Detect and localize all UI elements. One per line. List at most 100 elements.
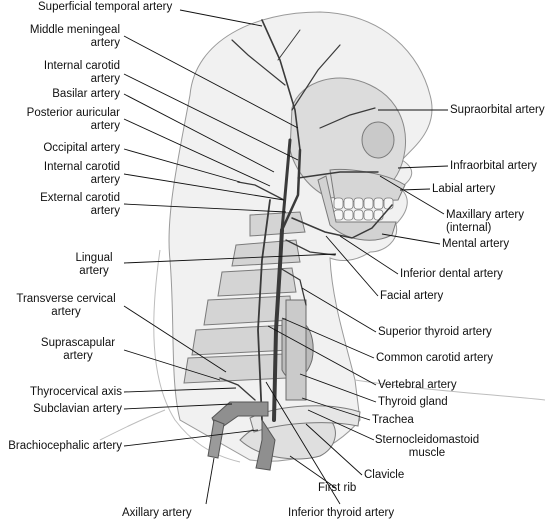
leader-mental xyxy=(381,233,441,245)
leader-first-rib xyxy=(289,455,337,489)
thyrocervical-vessel xyxy=(219,377,256,401)
leader-sternocleidomastoid xyxy=(307,409,375,441)
clavicle-bone xyxy=(249,405,361,433)
leader-internal-carotid-top xyxy=(123,73,299,161)
label-superior-thyroid-artery: Superior thyroid artery xyxy=(378,326,492,338)
occipital-vessel xyxy=(237,181,285,201)
trachea xyxy=(285,299,307,401)
label-middle-meningeal-line2: artery xyxy=(90,37,120,49)
leader-inferior-dental xyxy=(339,235,399,275)
leader-suprascapular xyxy=(123,349,221,381)
label-thyrocervical-axis: Thyrocervical axis xyxy=(29,386,122,398)
label-maxillary-artery-internal: Maxillary artery (internal) xyxy=(446,209,524,235)
leader-lines xyxy=(123,9,449,505)
leader-thyroid-gland xyxy=(299,373,377,403)
supraorbital-vessel xyxy=(319,107,376,129)
label-trachea: Trachea xyxy=(372,414,414,426)
label-facial-artery: Facial artery xyxy=(380,290,444,302)
leader-external-carotid xyxy=(123,203,287,213)
label-middle-meningeal-artery: Middle meningeal artery xyxy=(2,24,120,50)
label-internal-carotid-top-line2: artery xyxy=(90,73,120,85)
label-internal-carotid-low-line1: Internal carotid xyxy=(43,161,120,173)
label-maxillary-line2: (internal) xyxy=(446,222,492,234)
leader-trachea xyxy=(301,397,371,421)
leader-thyrocervical xyxy=(123,387,237,393)
leader-superficial-temporal xyxy=(179,9,263,27)
leader-inferior-thyroid xyxy=(265,381,341,505)
label-posterior-auricular-line1: Posterior auricular xyxy=(26,107,120,119)
leader-occipital xyxy=(123,148,241,183)
vertebral-vessel xyxy=(257,199,271,421)
label-posterior-auricular-artery: Posterior auricular artery xyxy=(2,107,120,133)
leader-axillary xyxy=(205,457,215,505)
label-axillary-artery: Axillary artery xyxy=(122,507,192,519)
label-clavicle: Clavicle xyxy=(364,469,405,481)
leader-internal-carotid-low xyxy=(123,173,285,201)
common-carotid-vessel xyxy=(272,228,284,422)
label-lingual-artery: Lingual artery xyxy=(66,252,122,278)
label-lingual-line1: Lingual xyxy=(75,252,113,264)
label-transverse-cervical-line2: artery xyxy=(51,306,81,318)
label-external-carotid-line1: External carotid xyxy=(40,192,120,204)
superior-thyroid-vessel xyxy=(279,267,307,306)
label-vertebral-artery: Vertebral artery xyxy=(378,379,457,391)
leader-subclavian xyxy=(123,403,233,410)
temporal-branch-3 xyxy=(277,29,301,61)
label-sternocleidomastoid-muscle: Sternocleidomastoid muscle xyxy=(370,434,484,460)
label-external-carotid-line2: artery xyxy=(90,205,120,217)
temporal-branch-2 xyxy=(231,39,286,86)
label-lingual-line2: artery xyxy=(79,265,109,277)
orbit xyxy=(361,121,395,159)
label-transverse-cervical-artery: Transverse cervical artery xyxy=(6,293,126,319)
label-suprascapular-artery: Suprascapular artery xyxy=(30,337,126,363)
label-internal-carotid-low-line2: artery xyxy=(90,174,120,186)
label-labial-artery: Labial artery xyxy=(432,183,496,195)
label-inferior-dental-artery: Inferior dental artery xyxy=(400,268,503,280)
label-inferior-thyroid-artery: Inferior thyroid artery xyxy=(288,507,395,519)
label-internal-carotid-artery-top: Internal carotid artery xyxy=(2,60,120,86)
leader-lingual xyxy=(123,253,337,264)
leader-middle-meningeal xyxy=(123,35,299,129)
great-vessels xyxy=(207,401,276,471)
label-common-carotid-artery: Common carotid artery xyxy=(376,352,493,364)
label-first-rib: First rib xyxy=(318,482,357,494)
shoulder-outline xyxy=(354,379,546,401)
temporal-branch-1 xyxy=(291,44,341,111)
label-occipital-artery: Occipital artery xyxy=(43,142,120,154)
leader-brachiocephalic xyxy=(123,429,259,447)
arteries xyxy=(219,19,393,422)
label-maxillary-line1: Maxillary artery xyxy=(446,209,524,221)
label-sternocleidomastoid-line1: Sternocleidomastoid xyxy=(374,434,480,446)
label-thyroid-gland: Thyroid gland xyxy=(378,396,448,408)
superficial-temporal-vessel xyxy=(261,19,301,151)
label-internal-carotid-artery-low: Internal carotid artery xyxy=(2,161,120,187)
label-mental-artery: Mental artery xyxy=(442,238,510,250)
leader-facial xyxy=(325,235,379,297)
label-middle-meningeal-line1: Middle meningeal xyxy=(29,24,120,36)
label-supraorbital-artery: Supraorbital artery xyxy=(450,104,545,116)
leader-maxillary xyxy=(379,175,445,215)
label-subclavian-artery: Subclavian artery xyxy=(33,403,122,415)
leader-common-carotid xyxy=(281,317,375,359)
cervical-spine xyxy=(183,211,306,384)
axillary-vessel xyxy=(207,419,225,459)
label-superficial-temporal-artery: Superficial temporal artery xyxy=(38,1,173,13)
skull xyxy=(289,77,407,199)
leader-vertebral xyxy=(267,325,377,386)
label-external-carotid-artery: External carotid artery xyxy=(2,192,120,218)
label-suprascapular-line1: Suprascapular xyxy=(40,337,116,349)
mandible xyxy=(317,175,397,241)
label-brachiocephalic-artery: Brachiocephalic artery xyxy=(8,440,122,452)
external-carotid-vessel xyxy=(280,148,302,232)
label-transverse-cervical-line1: Transverse cervical xyxy=(16,293,116,305)
back-outline xyxy=(99,409,166,441)
leader-labial xyxy=(399,188,431,191)
maxillary-vessel xyxy=(297,171,379,179)
label-infraorbital-artery: Infraorbital artery xyxy=(450,160,537,172)
label-basilar-artery: Basilar artery xyxy=(52,88,120,100)
label-internal-carotid-top-line1: Internal carotid xyxy=(43,60,120,72)
leader-clavicle xyxy=(305,423,363,476)
label-suprascapular-line2: artery xyxy=(63,350,93,362)
